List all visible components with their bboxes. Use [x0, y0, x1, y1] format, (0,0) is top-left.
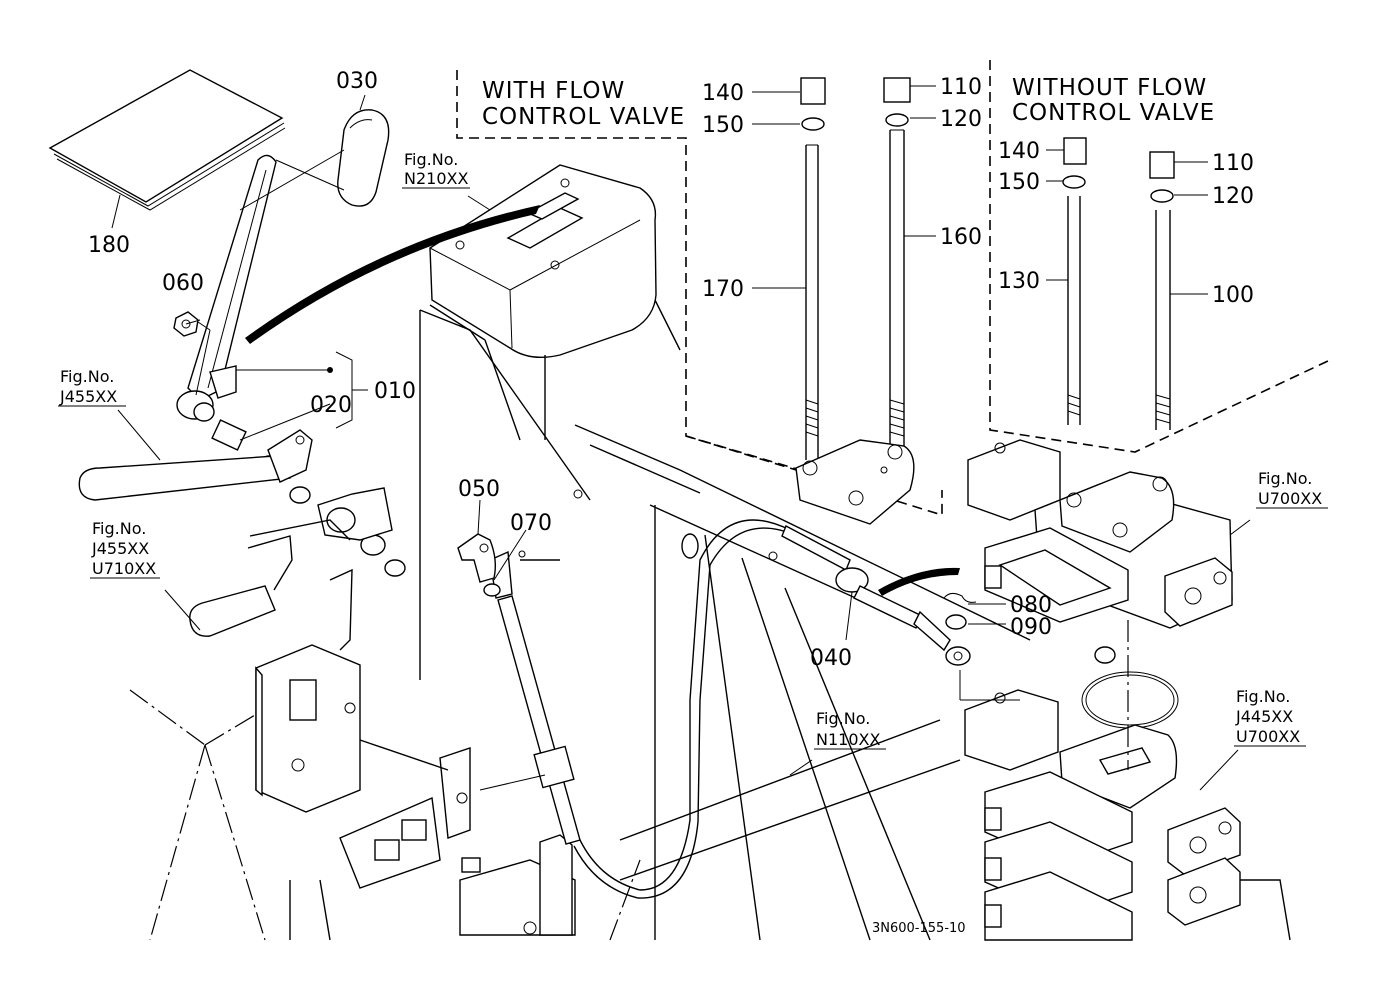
without-flow-header-line2: CONTROL VALVE [1012, 100, 1215, 126]
figref-n210-code: N210XX [404, 169, 468, 188]
part-130-label: 130 [998, 269, 1040, 294]
part-080-label: 080 [1010, 593, 1052, 618]
part-070-label: 070 [510, 511, 552, 536]
phantom-lines [129, 620, 1129, 941]
figref-j455-code: J455XX [59, 387, 117, 406]
figref-n110-caption: Fig.No. [816, 709, 870, 728]
figref-u700[interactable]: Fig.No. U700XX [1256, 469, 1328, 509]
figref-n210[interactable]: Fig.No. N210XX [402, 150, 470, 189]
figref-j455-u710-code2: U710XX [92, 559, 156, 578]
part-060-label: 060 [162, 271, 204, 296]
part-010-label: 010 [374, 379, 416, 404]
figref-n110-code: N110XX [816, 730, 880, 749]
figref-j445-u700-caption: Fig.No. [1236, 687, 1290, 706]
figref-u700-code: U700XX [1258, 489, 1322, 508]
bracket-illustration [255, 568, 576, 941]
figref-n110[interactable]: Fig.No. N110XX [814, 709, 886, 750]
part-020-label: 020 [310, 393, 352, 418]
leader-lines [117, 85, 1251, 791]
pedal-illustration [189, 519, 351, 637]
with-flow-header-line1: WITH FLOW [482, 78, 625, 104]
part-090-label: 090 [1010, 615, 1052, 640]
knob-illustration [337, 94, 390, 207]
control-valve-illustration [967, 439, 1233, 729]
part-050-label: 050 [458, 477, 500, 502]
figref-j455-u710[interactable]: Fig.No. J455XX U710XX [90, 519, 160, 579]
drawing-code: 3N600-155-10 [872, 921, 966, 936]
stud-bolts-without-flow [1062, 137, 1175, 430]
part-110-label-without-flow: 110 [1212, 151, 1254, 176]
part-170-label: 170 [702, 277, 744, 302]
figref-j455-caption: Fig.No. [60, 367, 114, 386]
with-flow-header-line2: CONTROL VALVE [482, 104, 685, 130]
figref-j445-u700[interactable]: Fig.No. J445XX U700XX [1234, 687, 1306, 747]
figref-u700-caption: Fig.No. [1258, 469, 1312, 488]
part-120-label-with-flow: 120 [940, 107, 982, 132]
part-150-label-with-flow: 150 [702, 113, 744, 138]
part-150-label-without-flow: 150 [998, 170, 1040, 195]
with-flow-boundary [456, 70, 943, 517]
figref-n210-caption: Fig.No. [404, 150, 458, 169]
part-120-label-without-flow: 120 [1212, 184, 1254, 209]
part-030-label: 030 [336, 69, 378, 94]
cable-illustration [483, 519, 977, 899]
part-140-label-with-flow: 140 [702, 81, 744, 106]
figref-j455-u710-caption: Fig.No. [92, 519, 146, 538]
manual-book-illustration [48, 69, 286, 229]
valve-stack-illustration [964, 689, 1291, 941]
stud-bolts-with-flow [795, 77, 915, 525]
part-160-label: 160 [940, 225, 982, 250]
console-cover-illustration [245, 164, 681, 441]
without-flow-header-line1: WITHOUT FLOW [1012, 75, 1207, 101]
lever-illustration [173, 149, 345, 475]
part-140-label-without-flow: 140 [998, 139, 1040, 164]
figref-j445-u700-code1: J445XX [1235, 707, 1293, 726]
part-180-label: 180 [88, 233, 130, 258]
figref-j455[interactable]: Fig.No. J455XX [58, 367, 126, 407]
part-100-label: 100 [1212, 283, 1254, 308]
elbow-fitting-illustration [457, 533, 497, 583]
without-flow-boundary [989, 60, 1331, 453]
part-040-label: 040 [810, 646, 852, 671]
figref-j455-u710-code1: J455XX [91, 539, 149, 558]
figref-j445-u700-code2: U700XX [1236, 727, 1300, 746]
part-110-label-with-flow: 110 [940, 75, 982, 100]
